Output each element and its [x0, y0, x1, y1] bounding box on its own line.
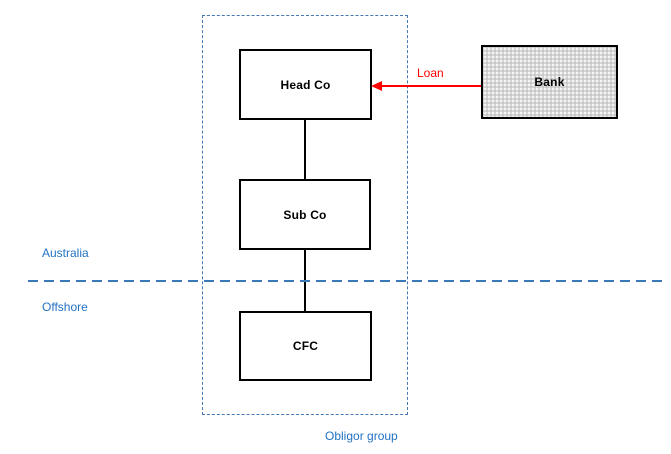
- obligor-group-box: [202, 15, 408, 415]
- head-co-label: Head Co: [280, 77, 331, 92]
- loan-label: Loan: [417, 66, 444, 80]
- sub-co-label: Sub Co: [283, 207, 327, 222]
- loan-arrow-line: [381, 85, 481, 87]
- head-co-node: Head Co: [239, 49, 372, 120]
- headco-subco-connector: [304, 120, 306, 179]
- cfc-node: CFC: [239, 311, 372, 381]
- loan-arrowhead-icon: [371, 81, 382, 91]
- obligor-group-label: Obligor group: [325, 429, 398, 443]
- sub-co-node: Sub Co: [239, 179, 371, 250]
- australia-offshore-divider: [28, 280, 668, 282]
- australia-label: Australia: [42, 246, 89, 260]
- bank-node: Bank: [481, 45, 618, 119]
- offshore-label: Offshore: [42, 300, 88, 314]
- cfc-label: CFC: [292, 339, 319, 353]
- bank-label: Bank: [534, 75, 565, 89]
